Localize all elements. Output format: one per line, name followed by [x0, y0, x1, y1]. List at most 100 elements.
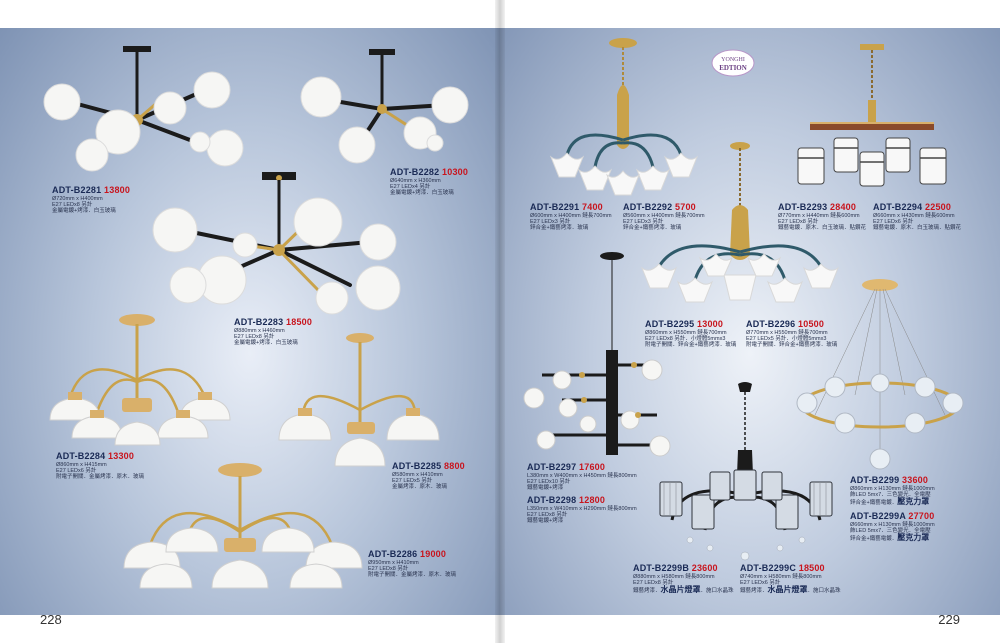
lamp-image-b2285	[278, 333, 440, 467]
brand-logo-line2: EDTION	[719, 64, 747, 72]
spec-material: 金屬電鍍+烤漆．白玉玻璃	[52, 207, 116, 214]
price: 18500	[798, 563, 825, 573]
spec-material: 金屬電鍍+烤漆．白玉玻璃	[390, 189, 454, 196]
product-b2296: ADT-B2296 10500 Ø770mm x H550mm 鏈長700mm …	[746, 319, 838, 348]
lamp-image-b2291	[549, 38, 699, 196]
spec-dimensions: Ø740mm x H580mm 鏈長800mm	[740, 573, 822, 580]
model-number: ADT-B2298	[527, 495, 577, 505]
model-number: ADT-B2291	[530, 202, 580, 212]
price: 33600	[902, 475, 929, 485]
product-b2284: ADT-B2284 13300 Ø860mm x H415mm E27 LEDx…	[56, 451, 145, 480]
product-b2299a: ADT-B2299A 27700 Ø660mm x H130mm 鏈長1000m…	[850, 511, 935, 543]
spec-material: 鐵藝烤漆．水晶片燈罩．施口水晶珠	[740, 584, 841, 594]
product-b2293: ADT-B2293 28400 Ø770mm x H440mm 鏈長600mm …	[778, 202, 867, 231]
spec-dimensions: Ø560mm x H400mm 鏈長700mm	[623, 212, 705, 219]
spec-material: 鐵藝電鍍．原木．白玉玻璃．貼鑽花	[873, 224, 962, 231]
spec-dimensions: Ø600mm x H400mm 鏈長700mm	[530, 212, 612, 219]
spec-material: 鋅合金+鐵藝電鍍．壓克力罩	[850, 496, 930, 506]
spec-bulbs: E27 LEDx3 另計	[530, 218, 571, 225]
lamp-image-b2295	[640, 142, 840, 303]
brand-logo-line1: YONGHI	[721, 57, 745, 63]
spec-bulbs: E27 LEDx10 另計	[527, 478, 571, 485]
spec-dimensions: Ø950mm x H410mm	[368, 559, 419, 566]
product-b2285: ADT-B2285 8800 Ø580mm x H410mm E27 LEDx5…	[392, 461, 465, 490]
price: 17600	[579, 462, 606, 472]
spec-bulbs: E27 LEDx8 另計	[778, 218, 819, 225]
price: 22500	[925, 202, 952, 212]
price: 5700	[675, 202, 696, 212]
lamp-image-b2297	[523, 252, 671, 457]
spec-dimensions: Ø660mm x H430mm 鏈長600mm	[873, 212, 955, 219]
price: 13000	[697, 319, 724, 329]
spec-lighting: 飾LED 5mx7．三色變光．全電壓	[850, 527, 931, 534]
price: 28400	[830, 202, 857, 212]
product-b2292: ADT-B2292 5700 Ø560mm x H400mm 鏈長700mm E…	[623, 202, 705, 231]
spec-bulbs: E27 LEDx8 另計	[633, 579, 674, 586]
spec-material: 鐵藝電鍍+烤漆	[527, 484, 564, 491]
model-number: ADT-B2299A	[850, 511, 906, 521]
lamp-image-b2281	[43, 46, 244, 172]
spec-bulbs: E27 LEDx8 另計	[527, 511, 568, 518]
price: 19000	[420, 549, 447, 559]
model-number: ADT-B2296	[746, 319, 796, 329]
spec-material: 金屬電鍍+烤漆．白玉玻璃	[234, 339, 298, 346]
product-b2299: ADT-B2299 33600 Ø860mm x H130mm 鏈長1000mm…	[850, 475, 935, 507]
spec-material: 附電子開關．鋅合金+鐵藝烤漆．玻璃	[645, 341, 737, 348]
model-number: ADT-B2283	[234, 317, 284, 327]
price: 8800	[444, 461, 465, 471]
price: 10500	[798, 319, 825, 329]
model-number: ADT-B2299B	[633, 563, 690, 573]
product-b2286: ADT-B2286 19000 Ø950mm x H410mm E27 LEDx…	[368, 549, 457, 578]
model-number: ADT-B2297	[527, 462, 577, 472]
lamp-image-b2286	[123, 463, 363, 589]
spec-dimensions: Ø770mm x H550mm 鏈長700mm	[746, 329, 828, 336]
lamp-image-b2283	[152, 172, 401, 315]
spec-material: 鋅合金+鐵藝烤漆．玻璃	[623, 224, 682, 231]
price: 7400	[582, 202, 603, 212]
spec-dimensions: Ø720mm x H400mm	[52, 195, 103, 202]
price: 23600	[691, 563, 718, 573]
product-b2299b: ADT-B2299B 23600 Ø880mm x H580mm 鏈長800mm…	[633, 563, 734, 595]
price: 13800	[104, 185, 131, 195]
spec-dimensions: Ø770mm x H440mm 鏈長600mm	[778, 212, 860, 219]
lamp-image-b2299	[796, 279, 964, 470]
spec-bulbs: E27 LEDx5 另計	[392, 477, 433, 484]
product-b2298: ADT-B2298 12800 L350mm x W410mm x H290mm…	[527, 495, 637, 524]
spec-material: 附電子開關．鋅合金+鐵藝烤漆．玻璃	[746, 341, 838, 348]
model-number: ADT-B2286	[368, 549, 418, 559]
right-page: YONGHI EDTION ADT-B2291 7400 Ø600mm	[500, 0, 1000, 643]
spec-dimensions: Ø640mm x H360mm	[390, 177, 441, 184]
spec-bulbs: E27 LEDx3 另計	[623, 218, 664, 225]
lamp-image-b2282	[300, 49, 469, 164]
price: 27700	[908, 511, 935, 521]
model-number: ADT-B2292	[623, 202, 673, 212]
spec-material: 附電子開關．金屬烤漆．原木．玻璃	[368, 571, 457, 578]
price: 18500	[286, 317, 313, 327]
product-b2294: ADT-B2294 22500 Ø660mm x H430mm 鏈長600mm …	[873, 202, 962, 231]
model-number: ADT-B2299C	[740, 563, 797, 573]
book-gutter	[495, 0, 505, 643]
spec-bulbs: E27 LEDx8 另計	[52, 201, 93, 208]
lamp-image-b2293	[797, 44, 947, 187]
spec-material: 鐵藝電鍍．原木．白玉玻璃．貼鑽花	[778, 224, 867, 231]
brand-logo: YONGHI EDTION	[711, 48, 755, 78]
spec-dimensions: L350mm x W410mm x H290mm 鏈長800mm	[527, 505, 637, 512]
model-number: ADT-B2285	[392, 461, 442, 471]
lamp-image-b2284	[49, 314, 231, 446]
product-b2291: ADT-B2291 7400 Ø600mm x H400mm 鏈長700mm E…	[530, 202, 612, 231]
spec-dimensions: Ø860mm x H550mm 鏈長700mm	[645, 329, 727, 336]
model-number: ADT-B2294	[873, 202, 923, 212]
spec-bulbs: E27 LEDx6 另計	[873, 218, 914, 225]
spec-bulbs: E27 LEDx6 另計	[56, 467, 97, 474]
product-b2297: ADT-B2297 17600 L380mm x W400mm x H450mm…	[527, 462, 637, 491]
product-b2282: ADT-B2282 10300 Ø640mm x H360mm E27 LEDx…	[390, 167, 468, 196]
page-number-left: 228	[40, 612, 62, 627]
left-page: ADT-B2281 13800 Ø720mm x H400mm E27 LEDx…	[0, 0, 500, 643]
spec-dimensions: Ø880mm x H460mm	[234, 327, 285, 334]
spec-material: 附電子開關．金屬烤漆．原木．玻璃	[56, 473, 145, 480]
spec-material: 鐵藝烤漆．水晶片燈罩．施口水晶珠	[633, 584, 734, 594]
spec-lighting: 飾LED 5mx7．三色變光．全電壓	[850, 491, 931, 498]
model-number: ADT-B2281	[52, 185, 102, 195]
model-number: ADT-B2295	[645, 319, 695, 329]
spec-dimensions: Ø860mm x H130mm 鏈長1000mm	[850, 485, 935, 492]
